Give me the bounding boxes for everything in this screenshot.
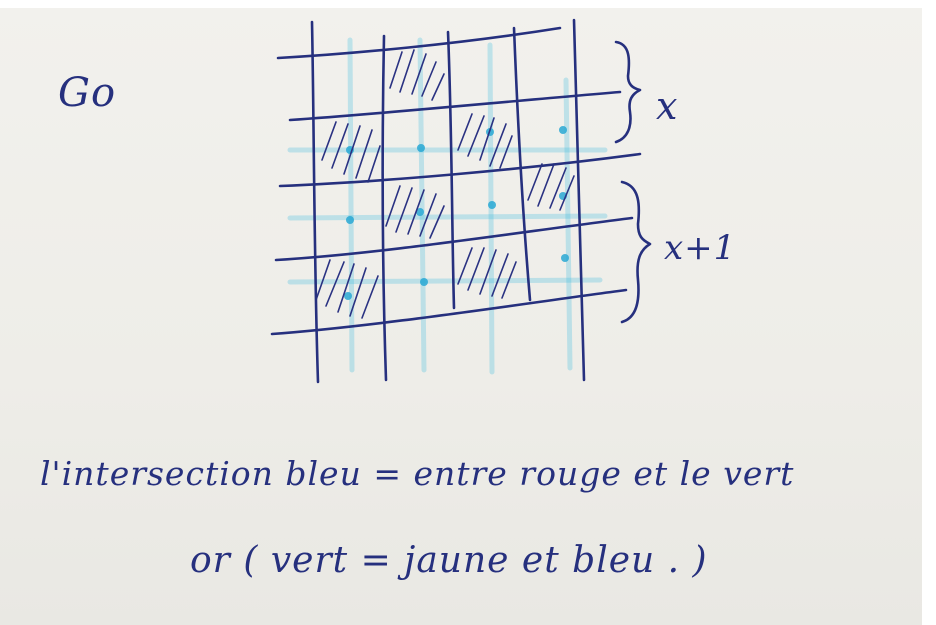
highlighter-grid [290, 40, 605, 372]
note-line-1: l'intersection bleu = entre rouge et le … [40, 454, 794, 493]
hatched-cells [316, 50, 574, 318]
bracket-bottom-label: x+1 [664, 228, 736, 268]
brace-bottom [622, 182, 650, 322]
ink-grid-lines [272, 20, 640, 382]
bracket-top-label: x [656, 84, 678, 128]
note-line-2: or ( vert = jaune et bleu . ) [190, 540, 708, 581]
go-label: Go [58, 70, 116, 116]
